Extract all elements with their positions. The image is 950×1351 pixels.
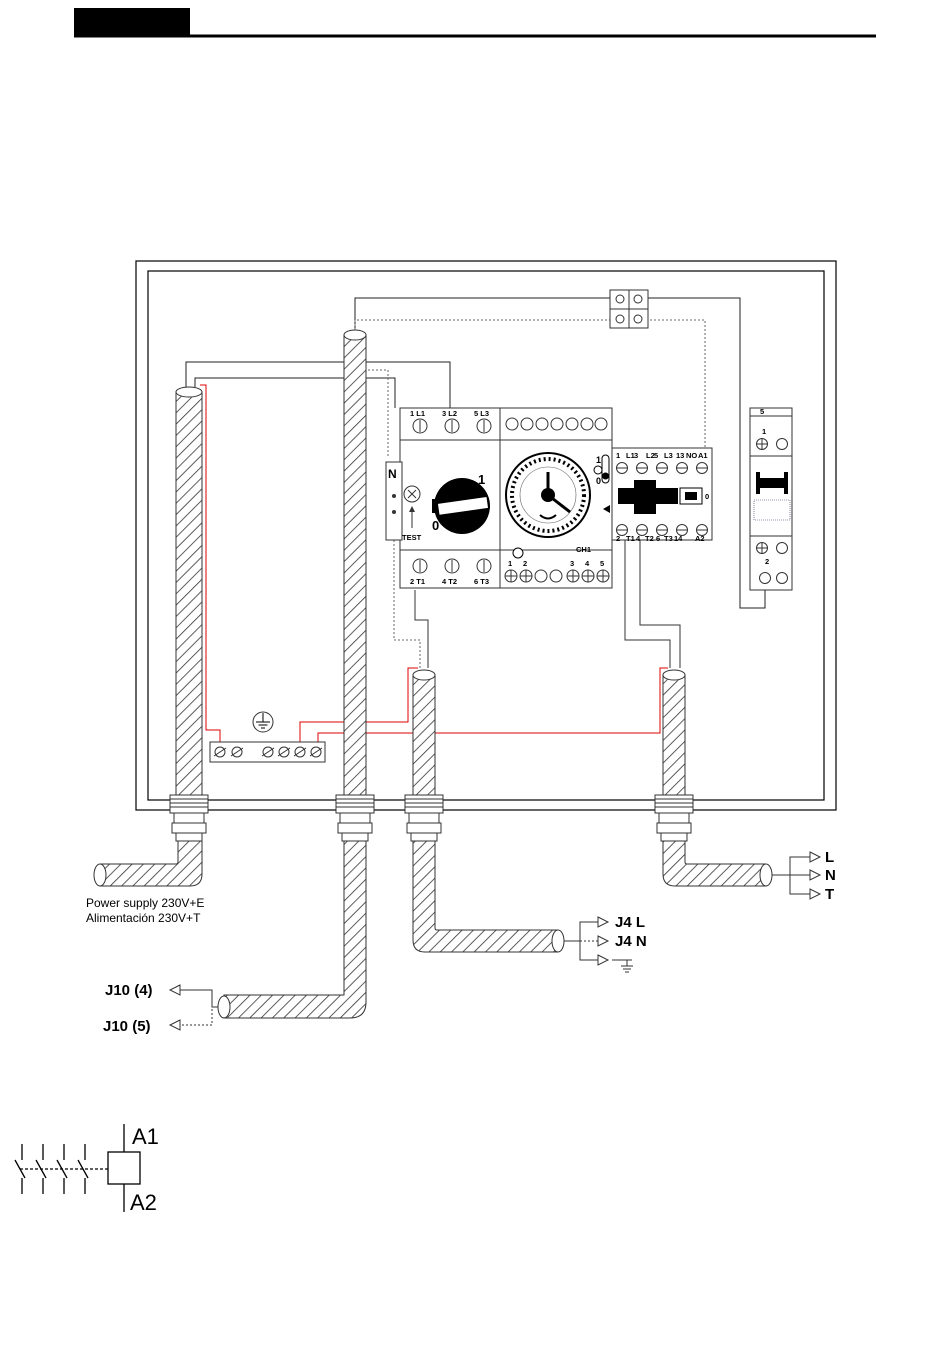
contactor: 1 L1 3 L2 5 L3 13 NO A1 I 0 2 T1 4 T2 6 bbox=[612, 448, 712, 543]
symbol-a1: A1 bbox=[132, 1124, 159, 1149]
breaker-top-1: 1 L1 bbox=[410, 409, 425, 418]
contactor-bottom-1: 2 bbox=[616, 534, 620, 543]
contactor-top-1: 1 bbox=[616, 451, 620, 460]
timer-num-2: 2 bbox=[523, 559, 527, 568]
header-tab bbox=[74, 8, 190, 36]
breaker-top-3: 5 L3 bbox=[474, 409, 489, 418]
label-t: T bbox=[825, 886, 834, 903]
coil-box bbox=[108, 1152, 140, 1184]
knob-zero: 0 bbox=[432, 518, 439, 533]
gland-j10 bbox=[336, 795, 374, 841]
motor-breaker: 1 L1 3 L2 5 L3 2 T1 4 T2 6 T3 N TEST 1 0 bbox=[386, 408, 500, 588]
label-n: N bbox=[825, 867, 836, 884]
cable-lnt-internal bbox=[663, 675, 685, 800]
cable-supply-internal bbox=[176, 392, 202, 800]
timer-num-1: 1 bbox=[508, 559, 512, 568]
cable-j4-external bbox=[413, 840, 558, 952]
symbol-a2: A2 bbox=[130, 1190, 157, 1215]
cable-glands bbox=[170, 795, 693, 841]
relay-bottom-label: 2 bbox=[765, 557, 769, 566]
timer-num-3: 3 bbox=[570, 559, 574, 568]
supply-label-en: Power supply 230V+E bbox=[86, 896, 204, 910]
timer-num-5: 5 bbox=[600, 559, 604, 568]
contactor-top-7: 13 bbox=[676, 451, 684, 460]
junction-block bbox=[610, 290, 648, 328]
contactor-bottom-5: 6 bbox=[656, 534, 660, 543]
timer-one: 1 bbox=[596, 455, 601, 465]
relay-top-label: 5 bbox=[760, 407, 764, 416]
label-j10-5: J10 (5) bbox=[103, 1018, 151, 1035]
cable-j10-external bbox=[224, 840, 366, 1018]
ch1-label: CH1 bbox=[576, 545, 591, 554]
cable-lnt-external bbox=[663, 840, 766, 886]
motor-icon bbox=[513, 548, 523, 558]
breaker-bottom-1: 2 T1 bbox=[410, 577, 425, 586]
label-l: L bbox=[825, 849, 834, 866]
breaker-bottom-3: 6 T3 bbox=[474, 577, 489, 586]
knob-one: 1 bbox=[478, 472, 485, 487]
gland-supply bbox=[170, 795, 208, 841]
cable-j4-internal bbox=[413, 675, 435, 800]
contactor-top-9: A1 bbox=[698, 451, 708, 460]
test-label: TEST bbox=[402, 533, 422, 542]
contactor-top-8: NO bbox=[686, 451, 697, 460]
contactor-bottom-4: T2 bbox=[645, 534, 654, 543]
cable-supply-external bbox=[100, 840, 202, 886]
contactor-top-5: 5 bbox=[654, 451, 658, 460]
timer-zero: 0 bbox=[596, 476, 601, 486]
page-header bbox=[74, 8, 876, 36]
breaker-n-label: N bbox=[388, 467, 397, 481]
label-j10-4: J10 (4) bbox=[105, 982, 153, 999]
contactor-bottom-2: T1 bbox=[626, 534, 635, 543]
breaker-bottom-2: 4 T2 bbox=[442, 577, 457, 586]
contactor-top-3: 3 bbox=[634, 451, 638, 460]
contactor-top-6: L3 bbox=[664, 451, 673, 460]
contactor-bottom-6: T3 bbox=[664, 534, 673, 543]
supply-label-es: Alimentación 230V+T bbox=[86, 911, 201, 925]
breaker-top-2: 3 L2 bbox=[442, 409, 457, 418]
contactor-zero-label: 0 bbox=[705, 492, 709, 501]
contactor-symbol bbox=[15, 1124, 140, 1212]
gland-lnt bbox=[655, 795, 693, 841]
cable-j10-internal bbox=[344, 335, 366, 800]
label-j4-n: J4 N bbox=[615, 933, 647, 950]
earth-terminal-block bbox=[210, 712, 325, 762]
contactor-bottom-8: A2 bbox=[695, 534, 705, 543]
time-switch: 1 0 CH1 1 2 3 4 5 bbox=[500, 408, 612, 588]
contactor-i-label: I bbox=[672, 492, 674, 501]
label-j4-l: J4 L bbox=[615, 914, 645, 931]
gland-j4 bbox=[405, 795, 443, 841]
relay-mid-label: 1 bbox=[762, 427, 766, 436]
thermal-relay: 5 1 2 bbox=[750, 407, 792, 590]
contactor-bottom-7: 14 bbox=[674, 534, 683, 543]
